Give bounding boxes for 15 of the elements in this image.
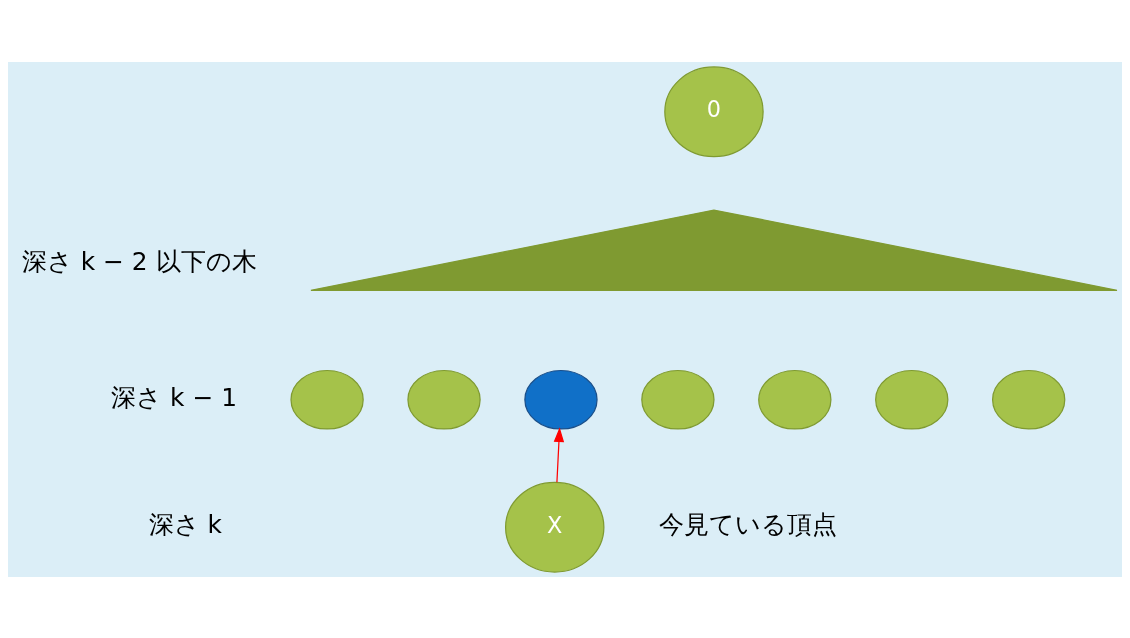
node-ellipse bbox=[758, 369, 832, 430]
node-ellipse bbox=[641, 369, 715, 430]
label: 深さ k bbox=[148, 509, 222, 539]
node-label: 今見ている頂点 bbox=[658, 509, 837, 539]
node-ellipse bbox=[992, 369, 1066, 430]
node-ellipse bbox=[524, 369, 598, 430]
node-triangle bbox=[310, 208, 1118, 291]
node-circle: X bbox=[505, 481, 605, 573]
node-ellipse bbox=[875, 369, 949, 430]
node-circle: 0 bbox=[664, 65, 764, 157]
node-ellipse bbox=[290, 369, 364, 430]
arrow bbox=[553, 426, 565, 483]
label: 深さ k − 2 以下の木 bbox=[21, 246, 257, 276]
label: 深さ k − 1 bbox=[111, 382, 237, 412]
node-ellipse bbox=[407, 369, 481, 430]
